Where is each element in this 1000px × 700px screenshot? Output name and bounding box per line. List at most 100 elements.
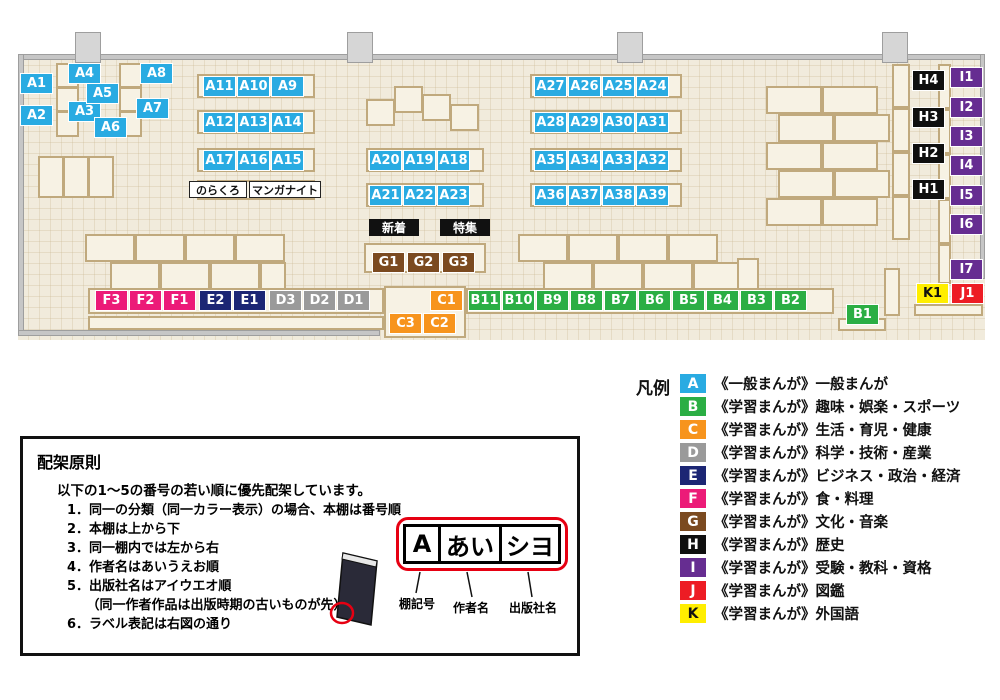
shelf: [618, 234, 668, 262]
shelf-label-B6: B6: [638, 290, 671, 311]
shelf-label-A20: A20: [369, 150, 402, 171]
shelf-label-A37: A37: [568, 185, 601, 206]
category-chip-H: H: [680, 535, 706, 554]
rule-line: 1．同一の分類（同一カラー表示）の場合、本棚は番号順: [67, 503, 402, 518]
shelf-label-A11: A11: [203, 76, 236, 97]
shelf-label-A38: A38: [602, 185, 635, 206]
shelf-label-A4: A4: [68, 63, 101, 84]
shelf-label-A14: A14: [271, 112, 304, 133]
principles-intro: 以下の1～5の番号の若い順に優先配架しています。: [57, 483, 372, 499]
shelf-label-A15: A15: [271, 150, 304, 171]
legend-item-I: I《学習まんが》受験・教科・資格: [680, 556, 998, 579]
shelf-label-C2: C2: [423, 313, 456, 334]
category-chip-A: A: [680, 374, 706, 393]
caption-shelf-code: 棚記号: [399, 597, 436, 611]
shelf: [85, 234, 135, 262]
shelf-label-A10: A10: [237, 76, 270, 97]
spine-label-cell-0: A: [403, 524, 441, 564]
shelf: [822, 198, 878, 226]
shelf-label-G1: G1: [372, 252, 405, 273]
shelf-label-A30: A30: [602, 112, 635, 133]
shelf-label-A1: A1: [20, 73, 53, 94]
pillar: [617, 32, 643, 63]
shelf-label-B8: B8: [570, 290, 603, 311]
shelf-label-I1: I1: [950, 67, 983, 88]
shelf-label-A23: A23: [437, 185, 470, 206]
sign-new-arrivals: 新着: [369, 219, 419, 236]
principles-title: 配架原則: [37, 453, 102, 472]
caption-author-name: 作者名: [453, 601, 490, 615]
category-chip-D: D: [680, 443, 706, 462]
wall: [18, 54, 984, 60]
legend-item-label: 《学習まんが》文化・音楽: [714, 515, 888, 531]
rule-line: （同一作者作品は出版時期の古いものが先）: [67, 598, 347, 613]
shelf: [892, 196, 910, 240]
category-chip-F: F: [680, 489, 706, 508]
shelf: [88, 316, 384, 330]
shelf: [822, 86, 878, 114]
shelf-label-B2: B2: [774, 290, 807, 311]
shelf: [450, 104, 479, 131]
shelf-label-A12: A12: [203, 112, 236, 133]
legend-item-label: 《学習まんが》歴史: [714, 538, 845, 554]
legend-item-label: 《一般まんが》一般まんが: [714, 377, 888, 393]
legend-item-label: 《学習まんが》外国語: [714, 607, 859, 623]
shelf: [422, 94, 451, 121]
shelf-label-B7: B7: [604, 290, 637, 311]
shelf-label-A29: A29: [568, 112, 601, 133]
rule-line: 3．同一棚内では左から右: [67, 541, 220, 556]
shelf-label-A9: A9: [271, 76, 304, 97]
legend-item-J: J《学習まんが》図鑑: [680, 579, 998, 602]
shelf: [366, 99, 395, 126]
shelf-label-A22: A22: [403, 185, 436, 206]
shelf-label-A18: A18: [437, 150, 470, 171]
shelf: [110, 262, 160, 290]
category-chip-C: C: [680, 420, 706, 439]
shelf-label-A26: A26: [568, 76, 601, 97]
shelf-label-H4: H4: [912, 70, 945, 91]
shelf-label-A31: A31: [636, 112, 669, 133]
shelf-label-C3: C3: [389, 313, 422, 334]
shelf: [892, 64, 910, 108]
category-chip-I: I: [680, 558, 706, 577]
shelf: [778, 170, 834, 198]
shelf: [593, 262, 643, 290]
legend-item-label: 《学習まんが》科学・技術・産業: [714, 446, 932, 462]
shelf-label-A35: A35: [534, 150, 567, 171]
shelf: [766, 142, 822, 170]
shelf: [160, 262, 210, 290]
shelf-label-D2: D2: [303, 290, 336, 311]
shelf: [568, 234, 618, 262]
shelf-label-C1: C1: [430, 290, 463, 311]
shelf-label-B11: B11: [468, 290, 501, 311]
shelf-label-A28: A28: [534, 112, 567, 133]
legend-item-F: F《学習まんが》食・料理: [680, 487, 998, 510]
shelf: [394, 86, 423, 113]
shelf-label-A32: A32: [636, 150, 669, 171]
pillar: [75, 32, 101, 63]
shelf-label-A21: A21: [369, 185, 402, 206]
shelf: [119, 63, 142, 88]
rule-line: 6．ラベル表記は右図の通り: [67, 617, 233, 632]
shelf: [834, 114, 890, 142]
shelf-label-I7: I7: [950, 259, 983, 280]
shelf-label-A3: A3: [68, 101, 101, 122]
shelf: [38, 156, 64, 198]
shelf-label-A24: A24: [636, 76, 669, 97]
rule-line: 2．本棚は上から下: [67, 522, 181, 537]
shelf: [668, 234, 718, 262]
shelf: [543, 262, 593, 290]
shelf: [892, 152, 910, 196]
category-chip-J: J: [680, 581, 706, 600]
shelf: [643, 262, 693, 290]
shelf-label-J1: J1: [951, 283, 984, 304]
shelf-label-A13: A13: [237, 112, 270, 133]
shelf-label-H2: H2: [912, 143, 945, 164]
book-spine-icon: [329, 552, 378, 626]
shelf-label-H1: H1: [912, 179, 945, 200]
shelf-label-B4: B4: [706, 290, 739, 311]
shelf: [210, 262, 260, 290]
